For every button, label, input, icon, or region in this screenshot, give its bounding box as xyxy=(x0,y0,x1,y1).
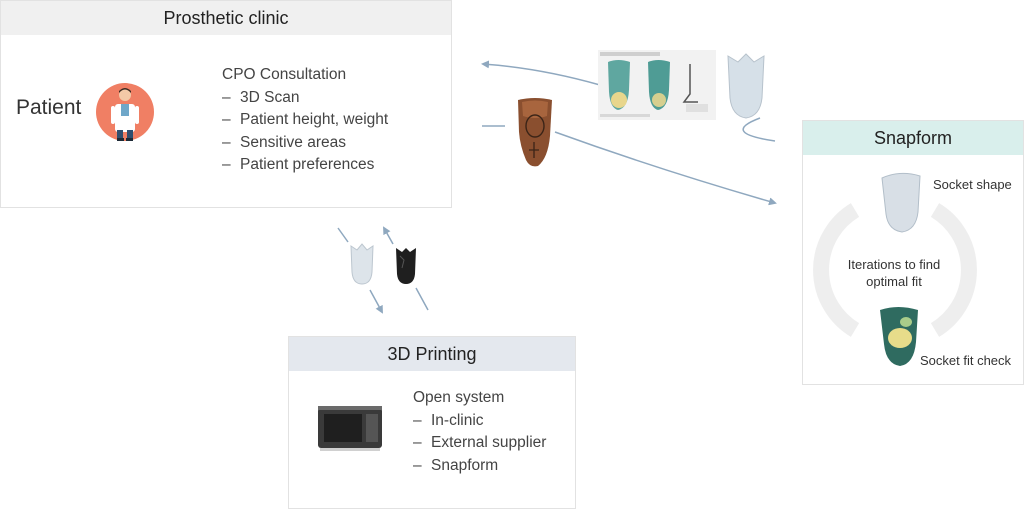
arrow-map-to-clinic xyxy=(481,60,601,86)
consultation-list: CPO Consultation –3D Scan –Patient heigh… xyxy=(222,64,388,177)
list-item: –Snapform xyxy=(413,456,499,474)
list-item: –External supplier xyxy=(413,434,547,451)
residual-limb-scan-icon xyxy=(518,98,552,167)
socket-shape-icon xyxy=(881,172,921,233)
prosthetic-clinic-title: Prosthetic clinic xyxy=(1,1,451,35)
3d-printing-box: 3D Printing xyxy=(288,336,576,509)
3d-printer-icon xyxy=(318,406,382,451)
iterations-text: Iterations to find optimal fit xyxy=(847,257,941,289)
cycle-ring-left xyxy=(813,203,860,337)
pressure-map-icon xyxy=(598,50,716,120)
arrow-printing-up-1 xyxy=(415,287,429,311)
patient-label: Patient xyxy=(16,96,82,119)
cycle-ring-right xyxy=(930,203,977,337)
prosthetic-clinic-box: Prosthetic clinic xyxy=(0,0,452,208)
doctor-icon xyxy=(96,83,154,141)
3d-printing-title: 3D Printing xyxy=(289,337,575,371)
open-system-title: Open system xyxy=(413,389,505,406)
list-item: –Patient height, weight xyxy=(222,111,389,128)
arrow-printing-up-2 xyxy=(383,226,394,245)
white-socket-icon xyxy=(727,53,765,119)
snapform-title: Snapform xyxy=(803,121,1023,155)
arrow-clinic-down-2 xyxy=(369,289,383,314)
socket-shape-label: Socket shape xyxy=(933,177,1012,192)
consultation-title: CPO Consultation xyxy=(222,66,347,83)
open-system-list: Open system –In-clinic –External supplie… xyxy=(413,387,546,477)
socket-fit-check-icon xyxy=(880,307,918,366)
list-item: –Patient preferences xyxy=(222,156,375,173)
list-item: –In-clinic xyxy=(413,411,484,429)
black-socket-icon xyxy=(396,248,416,284)
arrow-clinic-down-1 xyxy=(337,227,349,243)
arrow-snapform-to-map xyxy=(742,117,776,142)
list-item: –Sensitive areas xyxy=(222,133,346,151)
arrow-scan-to-snapform xyxy=(554,131,777,206)
socket-fit-check-label: Socket fit check xyxy=(920,353,1012,368)
list-item: –3D Scan xyxy=(222,88,300,106)
white-socket-icon xyxy=(350,243,374,285)
